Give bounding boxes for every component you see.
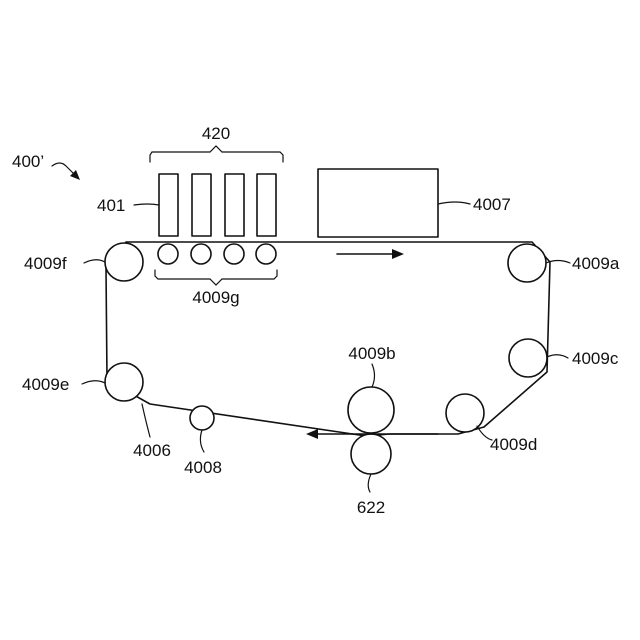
roller-f-leader (84, 260, 105, 263)
roller-c-label: 4009c (572, 349, 619, 368)
dryer-unit (318, 169, 438, 237)
roller-e-leader (82, 381, 105, 384)
tension-roller-4008 (190, 406, 214, 430)
print-head-3 (225, 174, 244, 236)
roller-group-bracket (155, 270, 277, 285)
arrow-head-left (306, 429, 318, 439)
head-group-bracket (150, 146, 283, 162)
print-head-leader (134, 204, 159, 205)
support-roller-g1 (158, 244, 178, 264)
head-group-label: 420 (202, 124, 230, 143)
arrow-head-right (392, 249, 404, 259)
roller-b-leader (372, 364, 375, 387)
print-head-4 (257, 174, 276, 236)
roller-c-leader (547, 355, 568, 358)
roller-4009e (105, 363, 143, 401)
roller-group-label: 4009g (192, 288, 239, 307)
dryer-label: 4007 (473, 195, 511, 214)
support-roller-g3 (224, 244, 244, 264)
print-head-label: 401 (97, 196, 125, 215)
roller-f-label: 4009f (24, 254, 67, 273)
support-roller-g4 (256, 244, 276, 264)
transfer-roller-622 (351, 434, 391, 474)
tension-roller-label: 4008 (184, 458, 222, 477)
dryer-leader (438, 202, 470, 204)
roller-e-label: 4009e (22, 375, 69, 394)
apparatus-leader (52, 163, 74, 174)
print-head-1 (159, 174, 178, 236)
roller-4009f (105, 243, 143, 281)
tension-roller-leader (200, 430, 204, 452)
roller-4009c (509, 339, 547, 377)
roller-b-label: 4009b (348, 344, 395, 363)
transfer-roller-label: 622 (357, 498, 385, 517)
roller-4009d (446, 394, 484, 432)
print-head-2 (192, 174, 211, 236)
roller-d-label: 4009d (490, 435, 537, 454)
transfer-roller-leader (368, 474, 371, 492)
roller-4009b (348, 387, 394, 433)
roller-4009a (508, 244, 546, 282)
belt-label: 4006 (133, 441, 171, 460)
roller-a-label: 4009a (572, 254, 620, 273)
apparatus-label: 400’ (12, 152, 44, 171)
support-roller-g2 (191, 244, 211, 264)
belt-leader (142, 404, 150, 437)
